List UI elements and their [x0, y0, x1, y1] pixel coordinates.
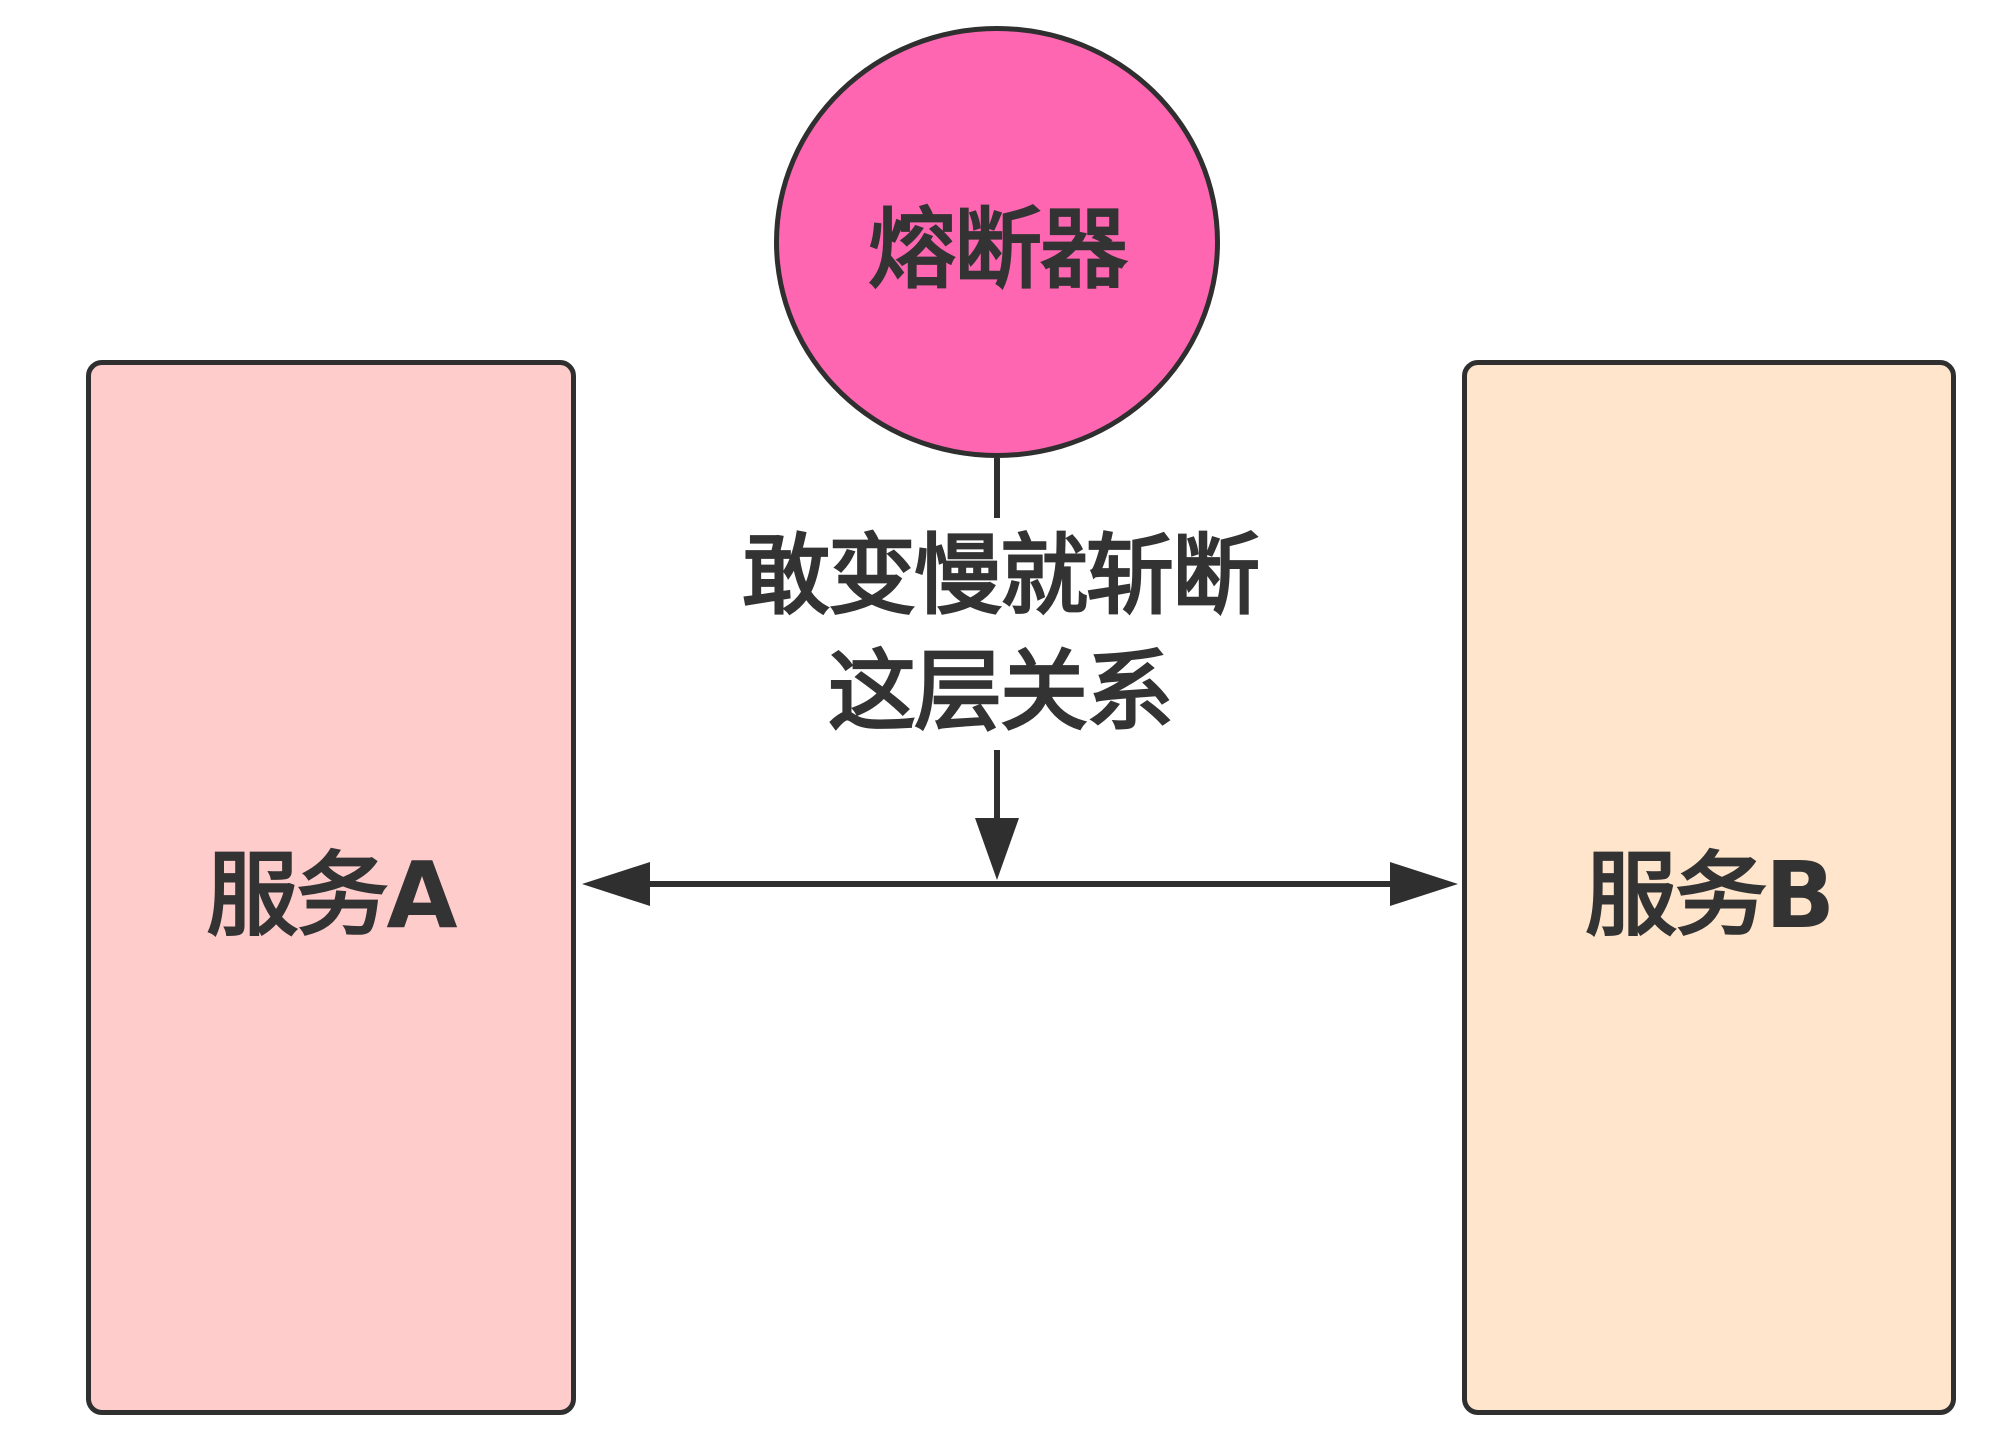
service-b-box: 服务B [1462, 360, 1956, 1415]
service-b-label: 服务B [1584, 842, 1835, 949]
circuit-breaker-label: 熔断器 [867, 197, 1128, 301]
circuit-breaker-node: 熔断器 [774, 26, 1220, 458]
arrowhead-left-to-service-a [582, 862, 650, 906]
arrowhead-right-to-service-b [1390, 862, 1458, 906]
breaker-annotation: 敢变慢就斩断 这层关系 [700, 518, 1300, 750]
breaker-arrowhead-down [975, 818, 1019, 880]
service-a-box: 服务A [86, 360, 576, 1415]
annotation-line-1: 敢变慢就斩断 [741, 524, 1260, 627]
service-a-label: 服务A [206, 842, 457, 949]
annotation-line-2: 这层关系 [827, 640, 1174, 743]
